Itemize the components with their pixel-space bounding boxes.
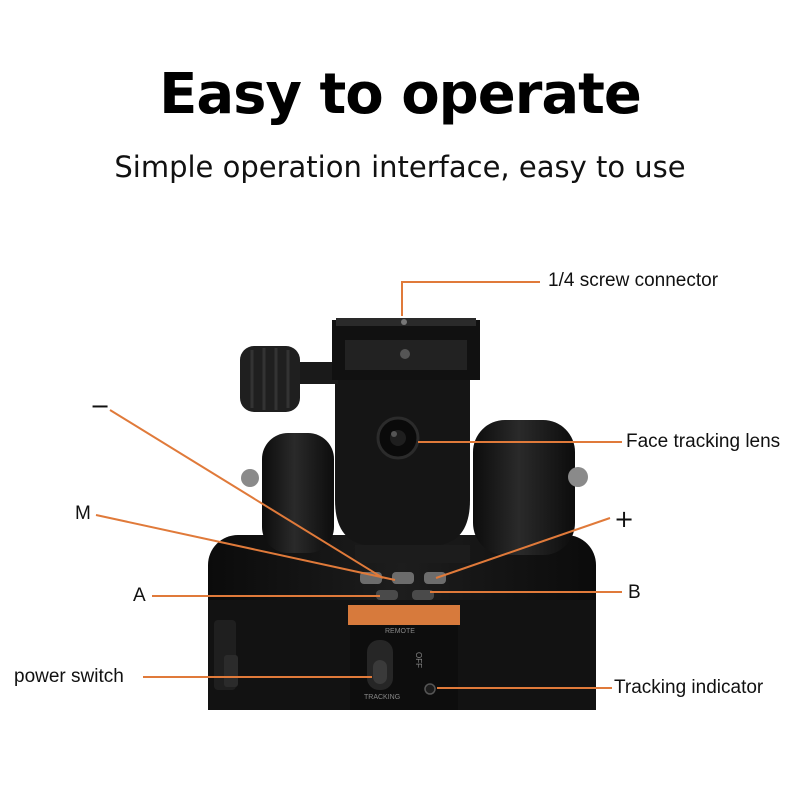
label-m: M xyxy=(75,503,91,524)
tilt-arm xyxy=(335,380,470,563)
locking-knob xyxy=(240,346,338,412)
leader-m xyxy=(95,514,396,581)
label-power-switch: power switch xyxy=(14,666,124,687)
label-b: B xyxy=(628,582,641,603)
label-a: A xyxy=(133,585,146,606)
leader-lines xyxy=(95,281,622,689)
quick-release-plate xyxy=(332,318,480,380)
face-tracking-lens xyxy=(376,416,420,460)
m-button xyxy=(392,572,414,584)
leader-screw xyxy=(401,281,540,316)
screw-icon xyxy=(401,319,407,325)
label-face-tracking-lens: Face tracking lens xyxy=(626,431,781,452)
plus-button xyxy=(424,572,446,584)
leader-plus xyxy=(435,517,611,579)
right-motor-drum xyxy=(473,420,588,555)
tracking-indicator-led xyxy=(424,683,436,695)
left-motor-drum xyxy=(241,433,334,553)
switch-bottom-label: TRACKING xyxy=(364,694,400,701)
switch-side-label: OFF xyxy=(414,652,423,668)
label-tracking-indicator: Tracking indicator xyxy=(614,677,764,698)
page-title: Easy to operate xyxy=(159,62,642,127)
leader-minus xyxy=(109,409,384,579)
switch-top-label: REMOTE xyxy=(385,628,415,635)
side-port xyxy=(224,655,238,687)
accent-tab xyxy=(348,605,460,625)
front-panel: REMOTE OFF TRACKING xyxy=(348,605,460,710)
b-button xyxy=(412,590,434,600)
label-plus: + xyxy=(614,505,635,533)
page-subtitle: Simple operation interface, easy to use xyxy=(114,150,686,184)
label-minus: − xyxy=(90,392,111,420)
a-button xyxy=(376,590,398,600)
label-screw-connector: 1/4 screw connector xyxy=(548,270,719,291)
